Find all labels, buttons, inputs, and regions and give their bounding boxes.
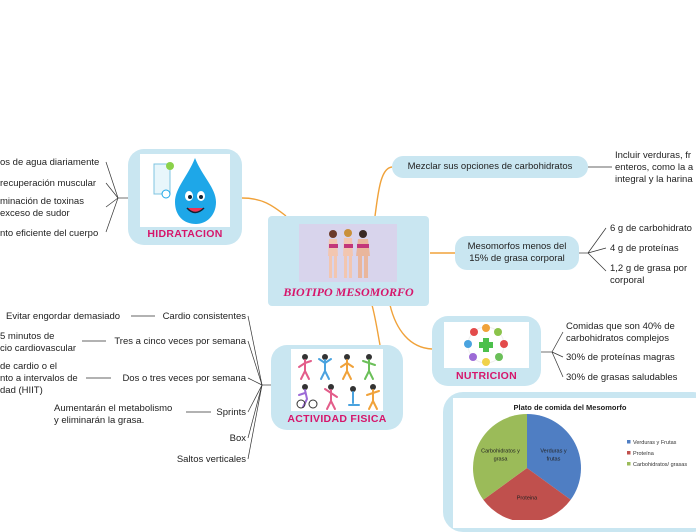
nut-branch-1 [551, 331, 564, 353]
act-branch-6 [247, 384, 263, 460]
grasa-item-4: corporal [610, 275, 645, 286]
hid-branch-1 [105, 161, 119, 199]
legend-swatch-2 [627, 451, 631, 455]
pie-label-1-line-2: frutas [547, 457, 561, 463]
chart-title: Plato de comida del Mesomorfo [514, 403, 627, 412]
grasa-branch-1 [587, 227, 607, 254]
nutricion-item-1b: carbohidratos complejos [566, 333, 669, 344]
hid-branch-3 [105, 197, 119, 208]
act-branch-4 [247, 384, 263, 413]
pie-label-1-line-1: Verduras y [540, 449, 567, 455]
actividad-branch-4: Sprints [216, 407, 246, 418]
grasa-branch-3 [587, 252, 607, 272]
legend-swatch-1 [627, 440, 631, 444]
pie-slice-2 [483, 468, 571, 520]
grasa-branch-2 [587, 247, 607, 254]
pie-label-3-line-2: grasa [494, 457, 509, 463]
pie-label-2-line-1: Proteina [517, 496, 538, 502]
food-circle-icon [464, 324, 508, 366]
legend-label-2: Proteína [633, 451, 655, 457]
hidratacion-item-3: minación de toxinas [0, 196, 84, 207]
connector-actividad [371, 304, 381, 346]
water-drop-icon [153, 158, 216, 224]
carbohidratos-detail-3: integral y la harina [615, 174, 693, 185]
actividad-detail-2a: 5 minutos de [0, 331, 55, 342]
act-branch-2 [247, 340, 263, 386]
act-branch-5 [247, 384, 263, 439]
center-card[interactable] [268, 216, 429, 306]
connector-hidratacion [241, 197, 287, 217]
pie-slice-3 [472, 414, 527, 500]
hidratacion-title: HIDRATACION [147, 228, 223, 240]
actividad-branch-1: Cardio consistentes [162, 311, 246, 322]
actividad-detail-3a: de cardio o el [0, 361, 58, 372]
grasa-item-2: 4 g de proteínas [610, 243, 679, 254]
hidratacion-item-5: nto eficiente del cuerpo [0, 228, 99, 239]
actividad-branch-5: Box [229, 433, 246, 444]
actividad-detail-2b: cio cardiovascular [0, 343, 77, 354]
nutricion-card[interactable] [432, 316, 541, 386]
actividad-image [291, 349, 383, 411]
nutricion-item-3: 30% de grasas saludables [566, 372, 678, 383]
hidratacion-image [140, 154, 230, 227]
actividad-branch-3: Dos o tres veces por semana [122, 373, 246, 384]
connector-carbohidratos [374, 166, 393, 217]
center-image [299, 224, 397, 282]
carbohidratos-detail-1: Incluir verduras, fr [615, 150, 692, 161]
pie-chart: Plato de comida del Mesomorfo Verduras y… [472, 403, 687, 520]
body-types-icon [328, 229, 370, 278]
connector-nutricion [389, 304, 433, 350]
nutricion-item-2: 30% de proteínas magras [566, 352, 675, 363]
legend-swatch-3 [627, 462, 631, 466]
actividad-detail-3b: nto a intervalos de [0, 373, 78, 384]
legend-label-1: Verduras y Frutas [633, 440, 677, 446]
hid-branch-4 [105, 197, 119, 233]
exercise-icon [296, 354, 380, 410]
center-title: BIOTIPO MESOMORFO [283, 285, 414, 299]
connector-lines [82, 161, 612, 460]
grasa-item-1: 6 g de carbohidrato [610, 223, 692, 234]
actividad-card[interactable] [271, 345, 403, 430]
hidratacion-card[interactable] [128, 149, 242, 245]
actividad-branch-6: Saltos verticales [176, 454, 246, 465]
grasa-item-3: 1,2 g de grasa por [610, 263, 688, 274]
actividad-detail-4b: y eliminarán la grasa. [54, 415, 145, 426]
nutricion-item-1a: Comidas que son 40% de [566, 321, 675, 332]
pie-label-3-line-1: Carbohidratos y [481, 449, 520, 455]
nut-branch-2 [551, 351, 564, 358]
pie-slice-1 [527, 414, 581, 500]
hidratacion-item-4: exceso de sudor [0, 208, 70, 219]
act-branch-3 [247, 377, 263, 386]
hid-branch-2 [105, 182, 119, 199]
nut-branch-3 [551, 351, 564, 378]
grasa-node[interactable]: Mesomorfos menos del 15% de grasa corpor… [455, 236, 579, 270]
nutricion-title: NUTRICION [455, 370, 518, 382]
actividad-detail-4a: Aumentarán el metabolismo [54, 403, 173, 414]
hidratacion-item-2: recuperación muscular [0, 178, 97, 189]
carbohidratos-node[interactable]: Mezclar sus opciones de carbohidratos [392, 156, 588, 178]
legend-label-3: Carbohidratos/ grasas [633, 462, 687, 468]
actividad-title: ACTIVIDAD FISICA [287, 413, 387, 425]
actividad-detail-3c: dad (HIIT) [0, 385, 43, 396]
hidratacion-item-1: os de agua diariamente [0, 157, 100, 168]
carbohidratos-detail-2: enteros, como la a [615, 162, 694, 173]
nutricion-image [444, 322, 529, 368]
actividad-detail-1: Evitar engordar demasiado [6, 311, 121, 322]
actividad-branch-2: Tres a cinco veces por semana [114, 336, 246, 347]
act-branch-1 [247, 315, 263, 386]
